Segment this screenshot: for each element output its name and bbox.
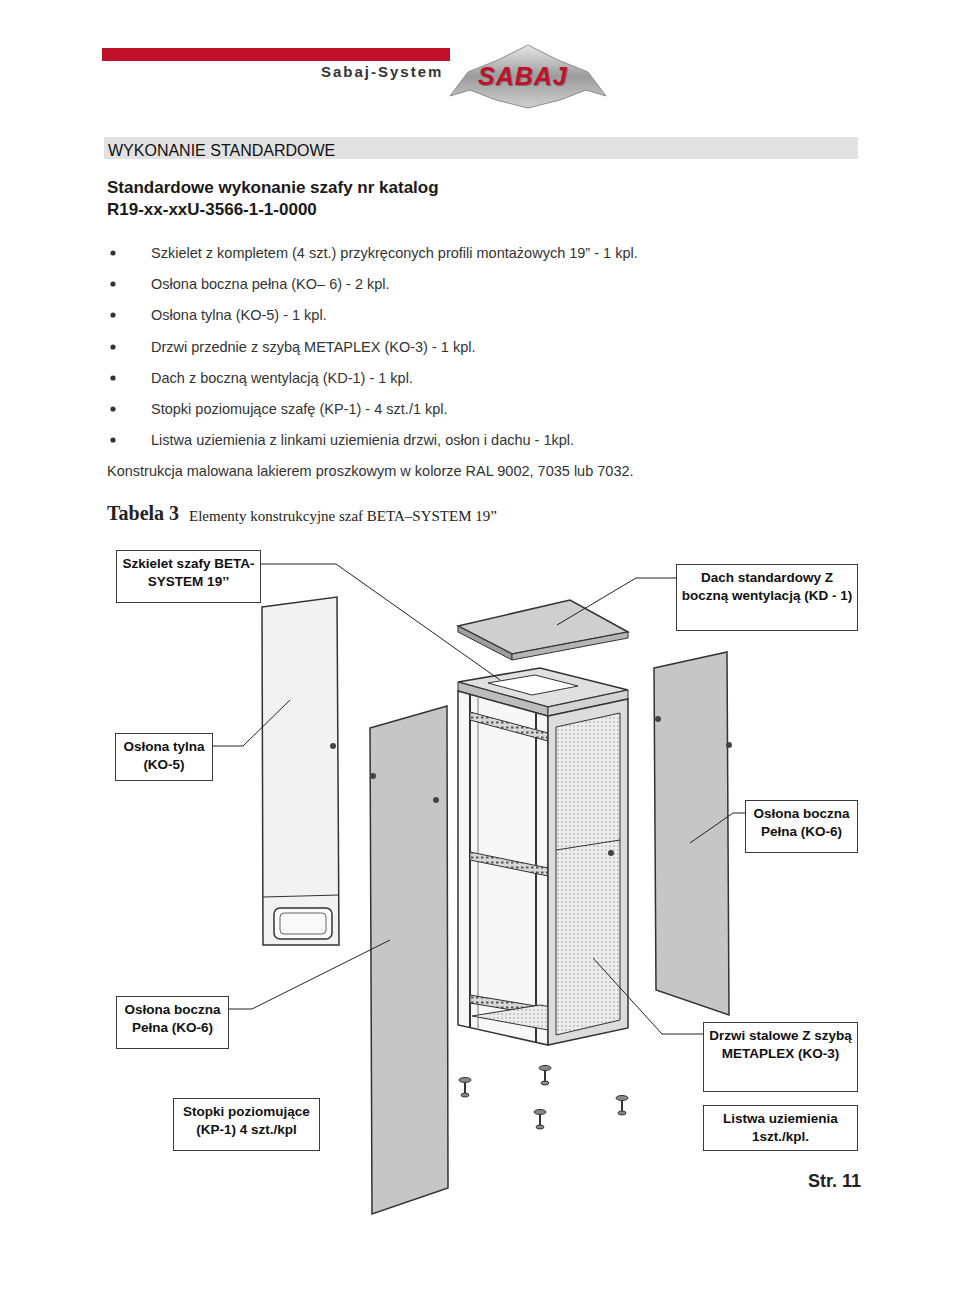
list-item: Osłona boczna pełna (KO– 6) - 2 kpl. [151, 276, 390, 292]
paint-note-box: Konstrukcja malowana lakierem proszkowym… [107, 462, 634, 480]
section-heading: WYKONANIE STANDARDOWE [108, 142, 335, 159]
list-item: Szkielet z kompletem (4 szt.) przykręcon… [151, 245, 638, 261]
logo-text: SABAJ [478, 62, 568, 90]
paint-note: Konstrukcja malowana lakierem proszkowym… [107, 463, 634, 479]
callout-text: Osłona tylna (KO-5) [119, 738, 209, 774]
list-item: Dach z boczną wentylacją (KD-1) - 1 kpl. [151, 370, 413, 386]
callout-box: Drzwi stalowe Z szybą METAPLEX (KO-3) [703, 1022, 858, 1092]
list-item: Drzwi przednie z szybą METAPLEX (KO-3) -… [151, 339, 475, 355]
page-number: Str. 11 [808, 1171, 861, 1191]
catalog-number: R19-xx-xxU-3566-1-1-0000 [107, 200, 317, 219]
table-number-box: Tabela 3 [107, 502, 179, 525]
logo-text-box: SABAJ [478, 62, 568, 91]
brand-name-box: Sabaj-System [321, 63, 443, 81]
callout-box: Stopki poziomujące (KP-1) 4 szt./kpl [173, 1098, 320, 1151]
catalog-number-box: R19-xx-xxU-3566-1-1-0000 [107, 200, 317, 220]
list-item: Stopki poziomujące szafę (KP-1) - 4 szt.… [151, 401, 448, 417]
callout-text: Drzwi stalowe Z szybą METAPLEX (KO-3) [707, 1027, 854, 1063]
list-item-box: Osłona boczna pełna (KO– 6) - 2 kpl. [151, 275, 390, 293]
callout-box: Osłona tylna (KO-5) [115, 733, 213, 781]
list-item-box: Szkielet z kompletem (4 szt.) przykręcon… [151, 244, 638, 262]
list-item: Osłona tylna (KO-5) - 1 kpl. [151, 307, 327, 323]
table-number: Tabela 3 [107, 502, 179, 524]
callout-box: Listwa uziemienia 1szt./kpl. [703, 1105, 858, 1151]
callout-text: Szkielet szafy BETA-SYSTEM 19’’ [120, 555, 257, 591]
callout-text: Stopki poziomujące (KP-1) 4 szt./kpl [177, 1103, 316, 1139]
list-item-box: Osłona tylna (KO-5) - 1 kpl. [151, 306, 327, 324]
callout-text: Osłona boczna Pełna (KO-6) [749, 805, 854, 841]
callout-box: Osłona boczna Pełna (KO-6) [116, 996, 229, 1049]
callout-text: Osłona boczna Pełna (KO-6) [120, 1001, 225, 1037]
callout-box: Dach standardowy Z boczną wentylacją (KD… [676, 564, 858, 631]
callout-text: Listwa uziemienia 1szt./kpl. [707, 1110, 854, 1146]
product-title-box: Standardowe wykonanie szafy nr katalog [107, 178, 439, 198]
table-caption-box: Elementy konstrukcyjne szaf BETA–SYSTEM … [189, 507, 497, 525]
list-item-box: Dach z boczną wentylacją (KD-1) - 1 kpl. [151, 369, 413, 387]
callout-box: Szkielet szafy BETA-SYSTEM 19’’ [116, 550, 261, 603]
product-title: Standardowe wykonanie szafy nr katalog [107, 178, 439, 197]
list-item-box: Listwa uziemienia z linkami uziemienia d… [151, 431, 574, 449]
section-heading-box: WYKONANIE STANDARDOWE [108, 142, 335, 160]
list-item-box: Stopki poziomujące szafę (KP-1) - 4 szt.… [151, 400, 448, 418]
page-number-box: Str. 11 [808, 1171, 861, 1192]
table-caption: Elementy konstrukcyjne szaf BETA–SYSTEM … [189, 508, 497, 524]
list-item: Listwa uziemienia z linkami uziemienia d… [151, 432, 574, 448]
list-item-box: Drzwi przednie z szybą METAPLEX (KO-3) -… [151, 338, 475, 356]
brand-name: Sabaj-System [321, 63, 443, 80]
callout-text: Dach standardowy Z boczną wentylacją (KD… [680, 569, 854, 605]
callout-box: Osłona boczna Pełna (KO-6) [745, 800, 858, 853]
